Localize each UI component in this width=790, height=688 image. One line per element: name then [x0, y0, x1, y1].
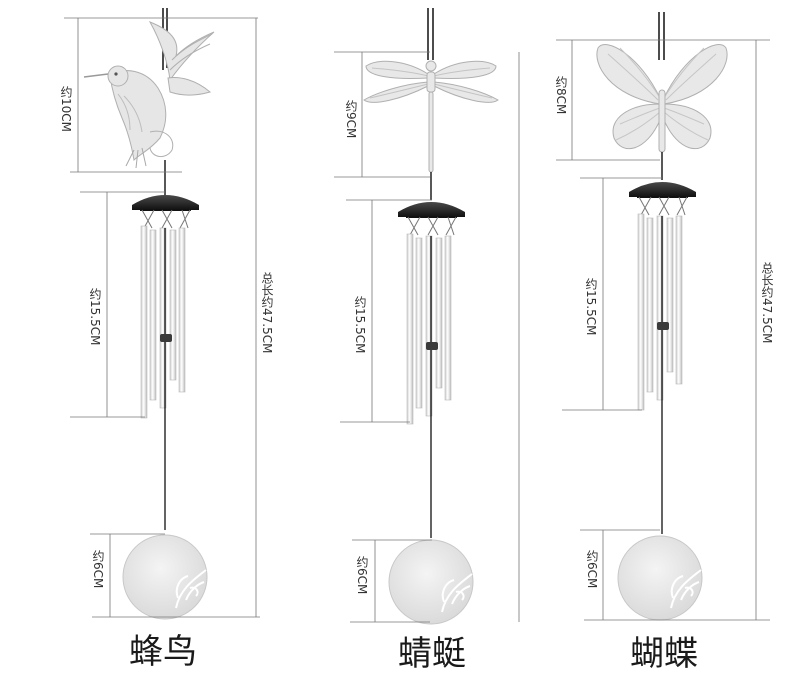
chime-butterfly [556, 12, 770, 621]
disc-diameter-label: 约6CM [585, 550, 599, 589]
product-name-dragonfly: 蜻蜓 [398, 634, 466, 674]
chime-hummingbird [64, 8, 260, 620]
total-length-label: 总长约47.5CM [260, 272, 274, 354]
chimes-length-label: 约15.5CM [88, 288, 102, 346]
product-name-hummingbird: 蜂鸟 [129, 632, 197, 672]
ornament-height-label: 约8CM [554, 76, 568, 115]
ornament-height-label: 约9CM [344, 100, 358, 139]
chimes-length-label: 约15.5CM [584, 278, 598, 336]
butterfly-ornament [596, 44, 728, 153]
ornament-height-label: 约10CM [59, 86, 73, 133]
disc-diameter-label: 约6CM [355, 556, 369, 595]
chimes-length-label: 约15.5CM [353, 296, 367, 354]
hummingbird-ornament [83, 21, 215, 169]
disc-diameter-label: 约6CM [91, 550, 105, 589]
chime-dragonfly [334, 8, 520, 625]
product-name-butterfly: 蝴蝶 [630, 634, 698, 674]
total-length-label: 总长约47.5CM [760, 262, 774, 344]
dragonfly-ornament [363, 60, 499, 173]
